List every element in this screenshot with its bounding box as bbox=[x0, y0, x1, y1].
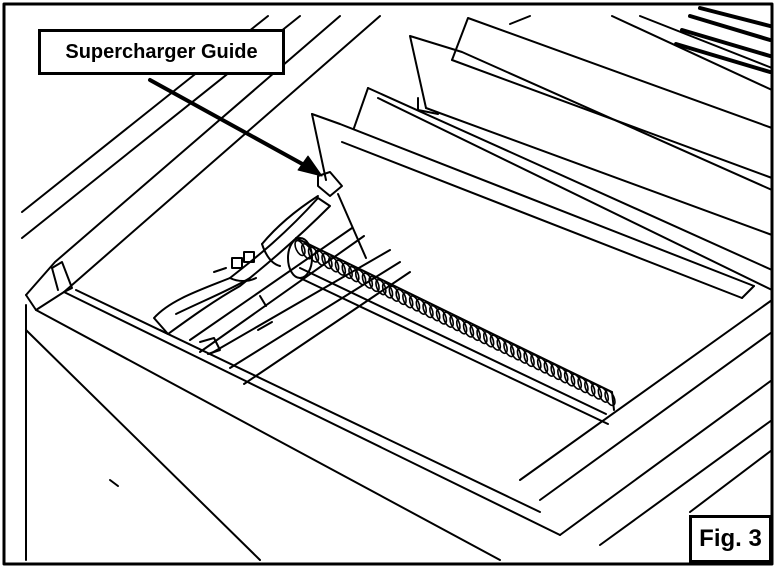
coil-loop bbox=[523, 350, 535, 368]
coil-loop bbox=[388, 285, 401, 302]
coil-loop bbox=[590, 383, 603, 400]
side-bracket bbox=[153, 195, 411, 385]
coil-loop bbox=[449, 314, 461, 332]
coil-loop bbox=[395, 288, 407, 306]
coil-loop bbox=[415, 298, 428, 315]
coil-spring bbox=[294, 239, 616, 407]
coil-loop bbox=[408, 295, 421, 312]
coil-loop bbox=[381, 282, 394, 299]
coil-loop bbox=[536, 357, 549, 374]
coil-loop bbox=[563, 370, 576, 387]
coil-loop bbox=[462, 321, 475, 338]
coil-loop bbox=[570, 373, 583, 390]
coil-loop bbox=[375, 278, 387, 296]
grille-hatching bbox=[674, 6, 772, 74]
coil-loop bbox=[482, 331, 495, 348]
callout-label: Supercharger Guide bbox=[65, 40, 258, 63]
callout-arrow bbox=[148, 78, 323, 177]
housing-frame bbox=[21, 15, 561, 561]
coil-loop bbox=[597, 386, 610, 403]
left-clip bbox=[51, 261, 73, 293]
coil-loop bbox=[557, 366, 569, 384]
coil-loop bbox=[476, 327, 488, 345]
coil-loop bbox=[469, 324, 481, 342]
coil-loop bbox=[422, 301, 434, 319]
coil-loop bbox=[300, 243, 313, 260]
coil-loop bbox=[341, 262, 353, 280]
coil-loop bbox=[455, 318, 468, 335]
coil-loop bbox=[294, 239, 306, 257]
coil-loop bbox=[334, 259, 347, 276]
coil-loop bbox=[509, 344, 522, 361]
coil-loop bbox=[604, 389, 616, 407]
heater-tube bbox=[287, 237, 615, 425]
coil-loop bbox=[543, 360, 556, 377]
coil-loop bbox=[584, 379, 596, 397]
coil-loop bbox=[348, 265, 360, 283]
coil-loop bbox=[516, 347, 529, 364]
coil-loop bbox=[503, 340, 515, 358]
figure-label: Fig. 3 bbox=[699, 525, 762, 552]
coil-loop bbox=[442, 311, 455, 328]
coil-loop bbox=[429, 304, 441, 322]
baffle-panel bbox=[311, 113, 755, 299]
coil-loop bbox=[327, 256, 340, 273]
coil-loop bbox=[402, 291, 414, 309]
supercharger-guide-callout: Supercharger Guide bbox=[38, 29, 285, 75]
coil-loop bbox=[530, 353, 542, 371]
figure-number-box: Fig. 3 bbox=[689, 515, 772, 563]
back-plate bbox=[451, 15, 773, 179]
middle-panel bbox=[353, 35, 773, 291]
coil-loop bbox=[577, 376, 589, 394]
front-rail bbox=[519, 299, 773, 546]
coil-loop bbox=[435, 308, 448, 325]
coil-loop bbox=[550, 363, 562, 381]
coil-loop bbox=[368, 275, 380, 293]
coil-loop bbox=[496, 337, 508, 355]
coil-loop bbox=[489, 334, 502, 351]
guide-tab bbox=[317, 171, 343, 197]
